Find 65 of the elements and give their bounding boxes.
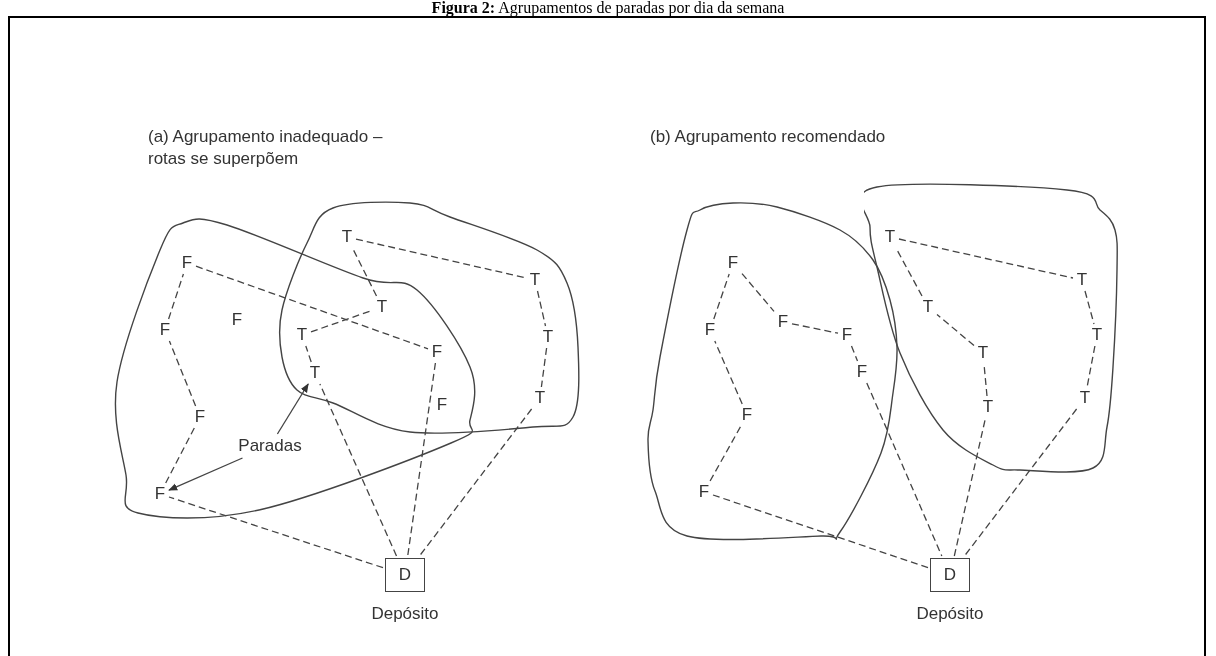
stop-letter: T — [981, 398, 995, 416]
route-line — [165, 427, 195, 484]
stop-letter: F — [726, 254, 740, 272]
stop-letter: T — [533, 389, 547, 407]
stop-letter: T — [976, 344, 990, 362]
route-line — [168, 340, 197, 407]
route-line — [713, 273, 730, 320]
route-line — [712, 494, 929, 569]
stop-letter: F — [230, 311, 244, 329]
stop-letter: F — [697, 483, 711, 501]
depot-caption: Depósito — [370, 604, 440, 624]
route-line — [351, 247, 378, 297]
route-line — [1084, 290, 1095, 325]
stop-letter: F — [430, 343, 444, 361]
route-line — [168, 496, 384, 569]
leader-arrow — [168, 457, 244, 491]
route-line — [418, 408, 533, 557]
route-line — [936, 313, 975, 347]
stop-letter: F — [776, 313, 790, 331]
callout-text: Paradas — [234, 436, 306, 456]
leader-arrow — [276, 383, 309, 435]
stop-letter: T — [541, 328, 555, 346]
stop-letter: T — [308, 364, 322, 382]
panel-heading: (a) Agrupamento inadequado – rotas se superpõem — [148, 126, 384, 170]
route-line — [1086, 345, 1096, 388]
stop-letter: T — [340, 228, 354, 246]
stop-letter: T — [295, 326, 309, 344]
stop-letter: T — [1078, 389, 1092, 407]
route-line — [536, 290, 547, 327]
panel-heading: (b) Agrupamento recomendado — [650, 126, 887, 148]
route-line — [167, 273, 185, 320]
stop-letter: F — [855, 363, 869, 381]
route-line — [195, 265, 429, 350]
route-line — [953, 417, 987, 557]
stop-letter: F — [180, 254, 194, 272]
stop-letter: F — [153, 485, 167, 503]
route-line — [540, 347, 548, 388]
stop-letter: T — [883, 228, 897, 246]
depot-box: D — [385, 558, 425, 592]
stop-letter: T — [375, 298, 389, 316]
stop-letter: F — [703, 321, 717, 339]
stop-letter: F — [840, 326, 854, 344]
route-line — [866, 382, 943, 557]
stop-letter: F — [435, 396, 449, 414]
stop-letter: T — [1090, 326, 1104, 344]
stop-letter: F — [193, 408, 207, 426]
stop-letter: T — [921, 298, 935, 316]
route-line — [407, 362, 437, 557]
route-line — [898, 238, 1074, 279]
stop-letter: F — [740, 406, 754, 424]
stop-letter: F — [158, 321, 172, 339]
route-line — [355, 238, 527, 279]
route-line — [963, 408, 1078, 557]
route-line — [709, 425, 742, 482]
route-line — [791, 323, 839, 334]
route-line — [305, 345, 312, 363]
route-line — [850, 345, 859, 362]
stop-letter: T — [528, 271, 542, 289]
stop-letter: T — [1075, 271, 1089, 289]
route-line — [714, 340, 743, 405]
route-line — [741, 272, 775, 313]
depot-caption: Depósito — [915, 604, 985, 624]
figure-title: Figura 2: Agrupamentos de paradas por dia da semana — [430, 0, 786, 16]
depot-box: D — [930, 558, 970, 592]
route-line — [319, 383, 398, 557]
